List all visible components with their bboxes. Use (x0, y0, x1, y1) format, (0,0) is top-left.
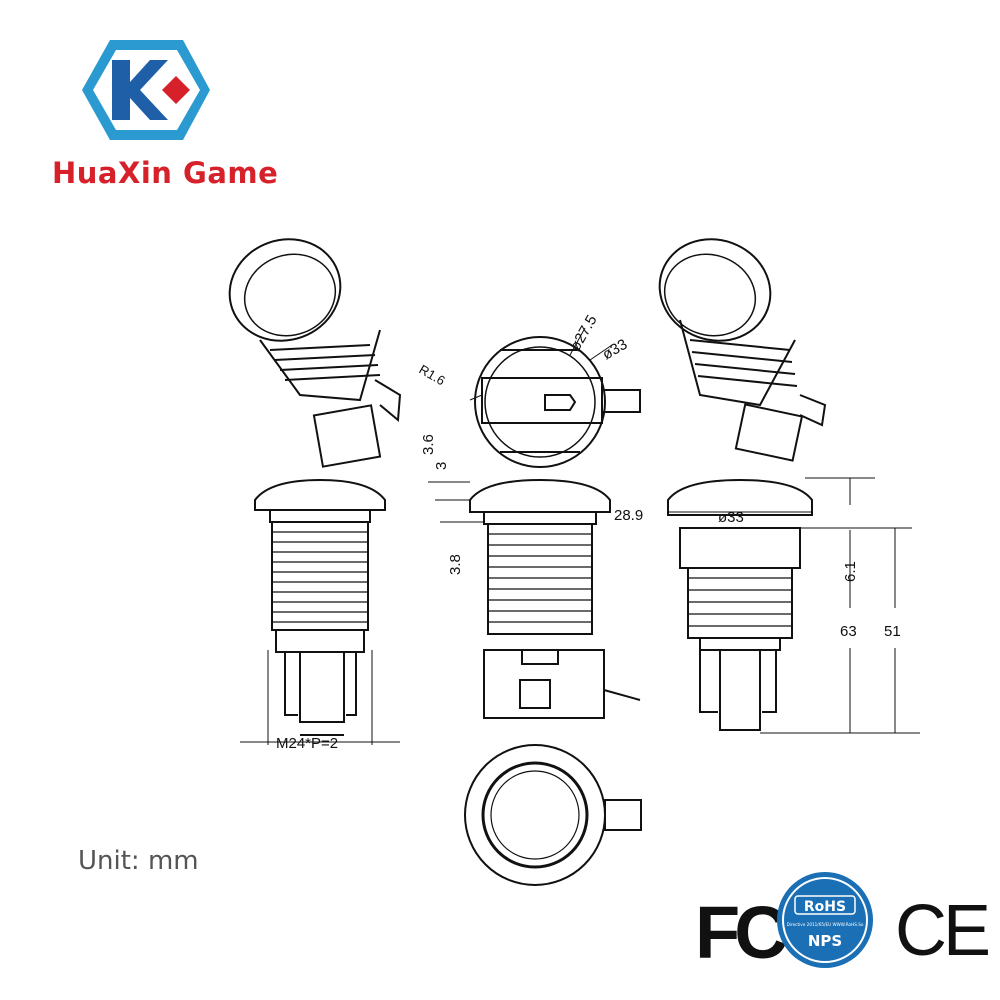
rohs-bottom-label: NPS (808, 932, 842, 950)
dim-h63: 63 (840, 623, 857, 640)
rohs-badge-icon: RoHS Directive 2011/65/EU WWW.RoHS.So NP… (777, 872, 873, 968)
dimension-lines (240, 327, 920, 745)
button-top-view (474, 336, 641, 468)
button-iso-view-left (228, 238, 402, 468)
dim-w289: 28.9 (614, 507, 643, 524)
ce-mark-icon: CE (895, 891, 992, 971)
fc-mark-icon: FC (695, 891, 792, 974)
unit-label: Unit: mm (78, 846, 199, 876)
rohs-mid-label: Directive 2011/65/EU WWW.RoHS.So (787, 922, 864, 927)
fc-mark-label: FC (695, 891, 786, 974)
dim-thread: M24*P=2 (276, 735, 338, 752)
dim-h36: 3.6 (420, 434, 437, 455)
brand-name: HuaXin Game (52, 156, 279, 190)
brand-logo-icon (82, 40, 210, 140)
dim-h3: 3 (433, 462, 450, 470)
ce-mark-label: CE (895, 891, 988, 971)
dim-r16: R1.6 (417, 362, 448, 389)
dim-h51: 51 (884, 623, 901, 640)
button-side-view-left (254, 478, 386, 736)
dim-h38: 3.8 (447, 554, 464, 575)
dim-d275: ø27.5 (567, 312, 601, 354)
rohs-top-label: RoHS (804, 899, 846, 915)
dim-d33-side: ø33 (718, 509, 744, 526)
button-side-view-right (667, 478, 813, 731)
dim-h61: 6.1 (842, 561, 859, 582)
button-side-view-center (469, 478, 641, 719)
dim-d33-top: ø33 (600, 336, 631, 364)
button-iso-view-right (658, 238, 827, 462)
button-bottom-view (464, 744, 642, 886)
